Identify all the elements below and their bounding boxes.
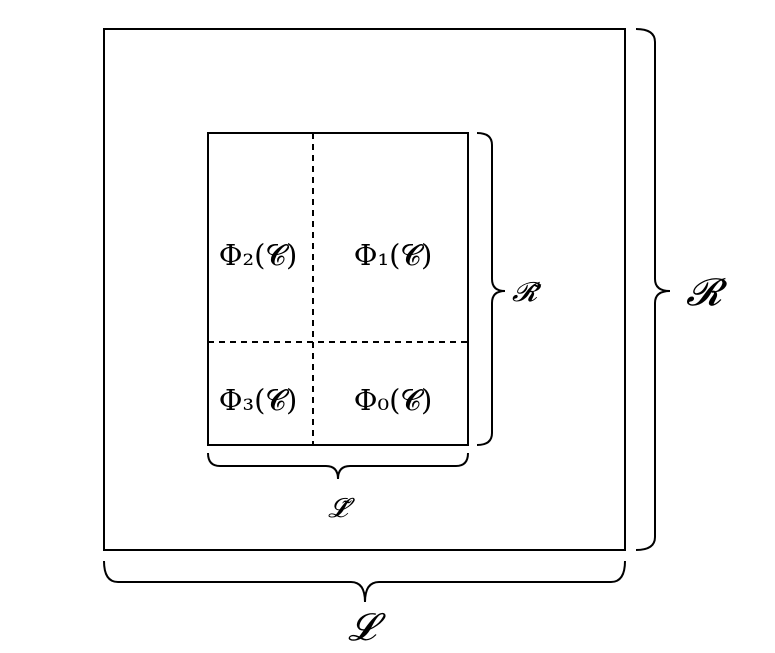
outer-right-label: 𝓡 <box>686 270 728 314</box>
outer-right-brace <box>635 28 671 551</box>
region-label-phi0: Φ₀(𝓒) <box>354 383 433 417</box>
inner-rectangle <box>207 132 469 446</box>
outer-rectangle <box>103 28 626 551</box>
inner-bottom-label: 𝓛̃ <box>328 493 355 524</box>
outer-bottom-label: 𝓛 <box>348 605 386 649</box>
inner-bottom-brace <box>207 452 469 480</box>
region-label-phi3: Φ₃(𝓒) <box>219 383 298 417</box>
region-label-phi2: Φ₂(𝓒) <box>219 238 298 272</box>
outer-bottom-brace <box>103 560 626 603</box>
inner-right-label: 𝓡̃ <box>512 277 542 308</box>
region-label-phi1: Φ₁(𝓒) <box>354 238 433 272</box>
inner-right-brace <box>476 132 506 446</box>
